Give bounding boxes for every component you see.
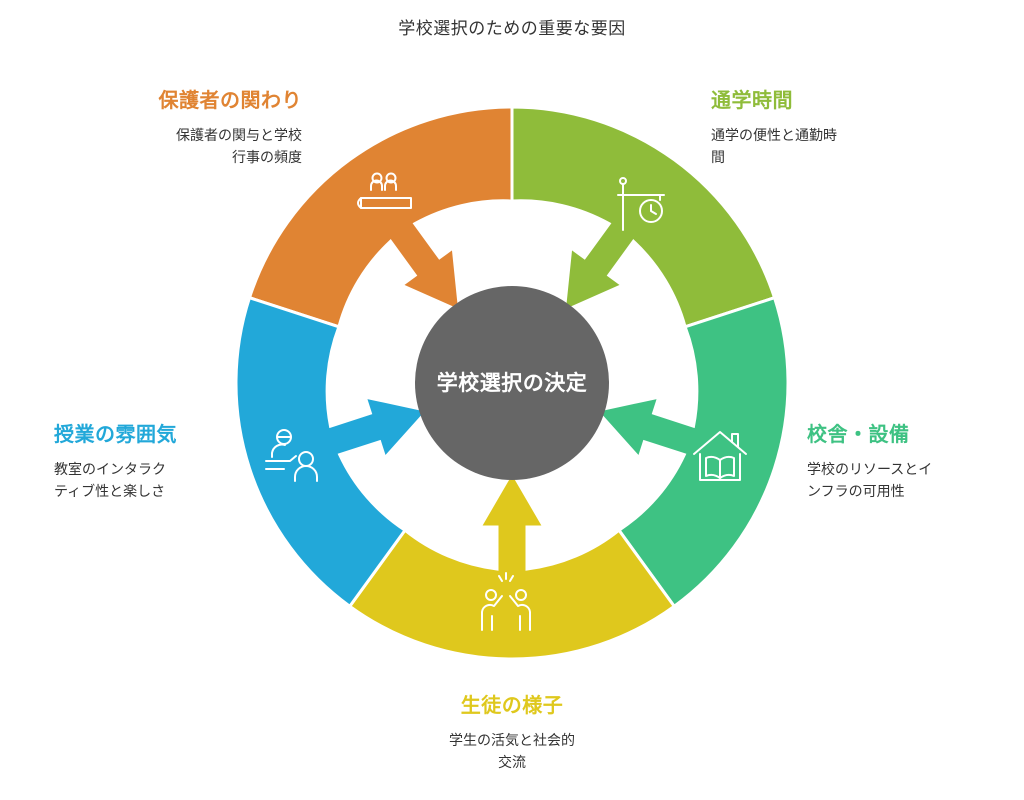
factor-desc-line: ティブ性と楽しさ [54,484,166,500]
ring-segments [234,105,790,661]
factor-title: 授業の雰囲気 [54,422,177,446]
factor-label-class: 授業の雰囲気 教室のインタラク ティブ性と楽しさ [54,418,244,503]
icons [265,172,747,631]
factor-desc-line: 学校のリソースとイ [807,462,933,478]
page-title: 学校選択のための重要な要因 [398,19,626,39]
factor-desc-line: 行事の頻度 [232,150,302,166]
factor-title: 通学時間 [711,88,793,112]
center-circle [415,286,609,480]
factor-label-commute: 通学時間 通学の便性と通勤時 間 [711,84,911,169]
factor-label-parent: 保護者の関わり 保護者の関与と学校 行事の頻度 [96,84,303,169]
factor-label-student: 生徒の様子 学生の活気と社会的 交流 [392,689,632,774]
factor-desc-line: 教室のインタラク [54,462,166,478]
center-label: 学校選択の決定 [436,371,588,395]
house-book-icon [693,431,747,481]
factor-title: 校舎・設備 [807,422,910,446]
factor-desc-line: ンフラの可用性 [807,484,905,500]
ring-segment-student [347,469,677,661]
factor-desc-line: 学生の活気と社会的 [449,733,575,749]
parent-meeting-icon [357,172,412,209]
clock-sign-icon [617,177,665,231]
teacher-student-icon [265,429,318,482]
factor-desc-line: 間 [711,150,725,166]
ring-segment-class [234,295,431,609]
high-five-icon [481,572,531,631]
factor-title: 生徒の様子 [460,693,564,717]
factor-desc-line: 通学の便性と通勤時 [711,128,837,144]
factor-desc-line: 交流 [498,755,526,771]
factor-desc-line: 保護者の関与と学校 [176,128,302,144]
factor-title: 保護者の関わり [158,88,302,112]
factor-label-facility: 校舎・設備 学校のリソースとイ ンフラの可用性 [807,418,1007,503]
